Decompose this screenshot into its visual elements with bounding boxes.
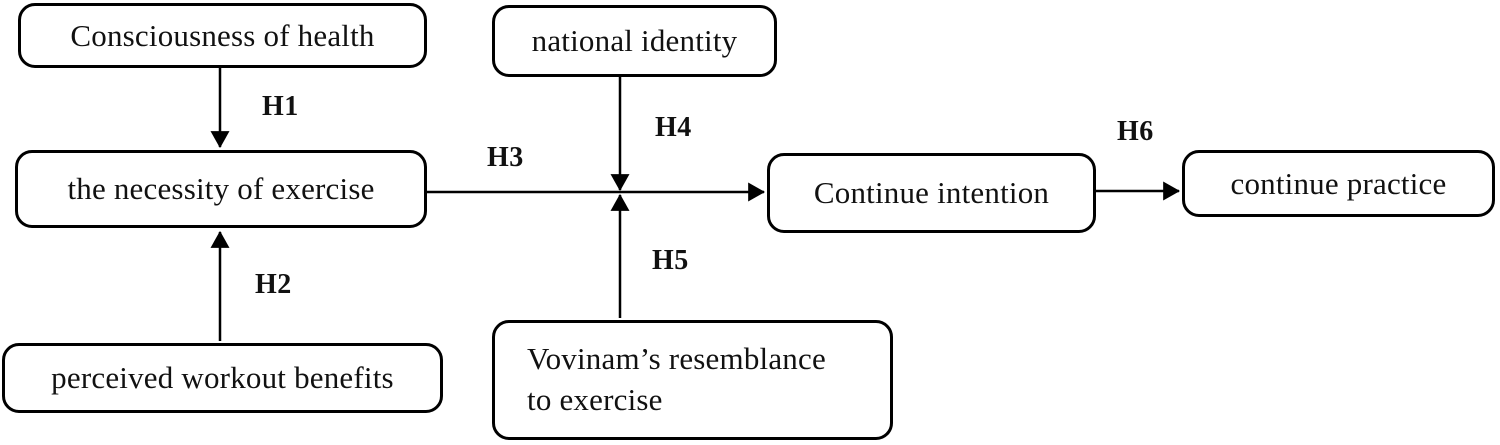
box-vovinam-resemblance: Vovinam’s resemblance to exercise [492, 320, 893, 440]
box-necessity-of-exercise-label: the necessity of exercise [67, 171, 375, 206]
box-perceived-workout-benefits: perceived workout benefits [2, 343, 443, 413]
box-continue-practice: continue practice [1182, 150, 1495, 217]
hypothesis-label-h6: H6 [1117, 116, 1154, 147]
box-consciousness-of-health-label: Consciousness of health [70, 17, 375, 53]
box-national-identity: national identity [492, 5, 777, 77]
box-continue-practice-label: continue practice [1230, 165, 1447, 201]
box-national-identity-label: national identity [531, 23, 738, 58]
box-vovinam-resemblance-label-line2: to exercise [527, 382, 663, 417]
hypothesis-label-h1: H1 [262, 91, 299, 122]
hypothesis-label-h4: H4 [655, 112, 692, 143]
hypothesis-label-h3: H3 [487, 142, 524, 173]
box-consciousness-of-health: Consciousness of health [18, 3, 427, 68]
box-continue-intention: Continue intention [767, 153, 1096, 233]
box-perceived-workout-benefits-label: perceived workout benefits [51, 360, 394, 395]
box-necessity-of-exercise: the necessity of exercise [15, 150, 427, 228]
box-continue-intention-label: Continue intention [813, 175, 1050, 210]
box-vovinam-resemblance-label-line1: Vovinam’s resemblance [527, 341, 826, 377]
hypothesis-label-h5: H5 [652, 245, 689, 276]
hypothesis-label-h2: H2 [255, 269, 292, 300]
